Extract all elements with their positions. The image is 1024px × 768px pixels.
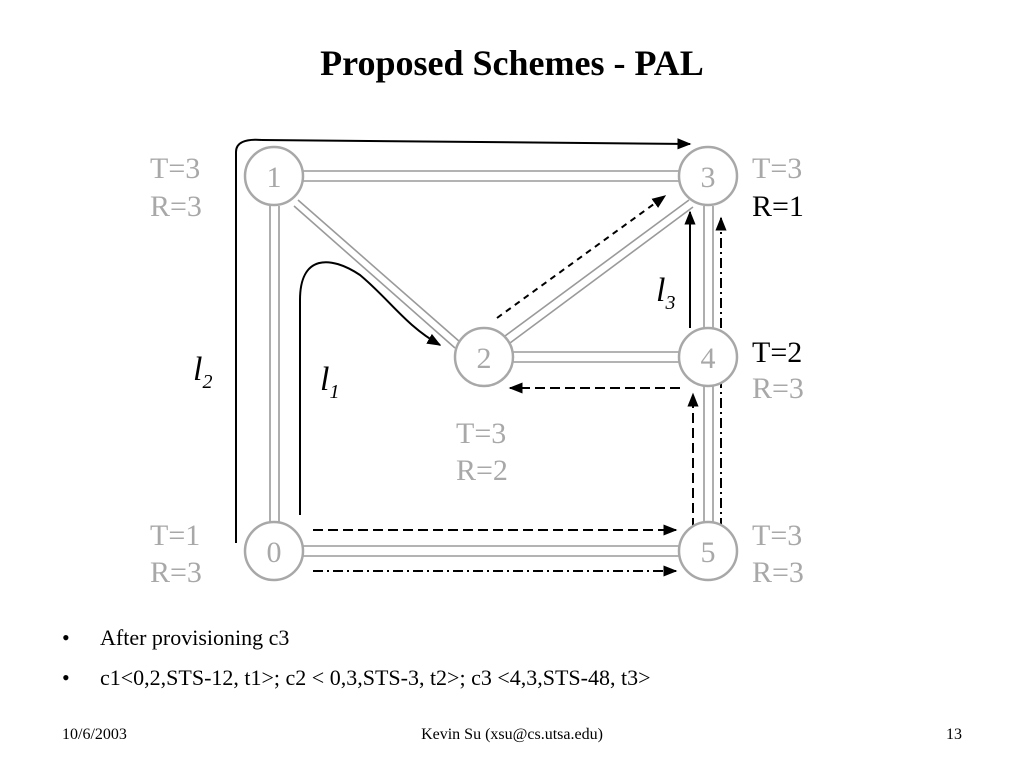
footer-date: 10/6/2003: [62, 726, 127, 743]
bullet-item: • c1<0,2,STS-12, t1>; c2 < 0,3,STS-3, t2…: [62, 660, 651, 700]
node-4-r: R=3: [752, 372, 804, 405]
node-0-label: 0: [267, 536, 282, 569]
node-0-t: T=1: [150, 519, 200, 552]
label-l3: l3: [656, 272, 675, 314]
node-0-circle: [243, 520, 305, 582]
node-1-t: T=3: [150, 152, 200, 185]
node-5-t: T=3: [752, 519, 802, 552]
node-2-label: 2: [477, 342, 492, 375]
node-4-label: 4: [701, 342, 716, 375]
lightpath-l2: [235, 138, 692, 543]
bullet-list: • After provisioning c3 • c1<0,2,STS-12,…: [62, 620, 651, 700]
node-3-label: 3: [701, 161, 716, 194]
node-2-r: R=2: [456, 454, 508, 487]
link-1-3: [303, 170, 683, 182]
bullet-item: • After provisioning c3: [62, 620, 651, 660]
slide-title: Proposed Schemes - PAL: [320, 43, 704, 83]
link-1-2: [293, 199, 461, 349]
node-5-circle: [677, 520, 739, 582]
node-4-t: T=2: [752, 336, 802, 369]
node-2-circle: [453, 326, 515, 388]
node-2-t: T=3: [456, 417, 506, 450]
node-3-r: R=1: [752, 190, 804, 223]
node-1-r: R=3: [150, 190, 202, 223]
node-0-r: R=3: [150, 556, 202, 589]
node-1-label: 1: [267, 161, 282, 194]
link-4-5: [703, 384, 714, 525]
node-1-circle: [243, 145, 305, 207]
link-3-4: [703, 206, 714, 328]
label-l2: l2: [193, 351, 212, 393]
link-2-4: [513, 351, 681, 363]
node-5-r: R=3: [752, 556, 804, 589]
link-0-5: [303, 545, 681, 557]
bullet-icon: •: [62, 625, 70, 650]
bullet-text: c1<0,2,STS-12, t1>; c2 < 0,3,STS-3, t2>;…: [100, 665, 651, 690]
lightpath-l1: [299, 261, 442, 515]
footer-author: Kevin Su (xsu@cs.utsa.edu): [421, 726, 603, 743]
footer-page-number: 13: [946, 726, 962, 743]
node-5-label: 5: [701, 536, 716, 569]
node-3-t: T=3: [752, 152, 802, 185]
link-1-0: [269, 206, 280, 525]
node-3-circle: [677, 145, 739, 207]
node-4-circle: [677, 326, 739, 388]
label-l1: l1: [320, 361, 339, 403]
link-2-3: [504, 199, 694, 344]
dashed-path-2-3: [496, 195, 667, 319]
bullet-icon: •: [62, 665, 70, 690]
bullet-text: After provisioning c3: [100, 625, 290, 650]
